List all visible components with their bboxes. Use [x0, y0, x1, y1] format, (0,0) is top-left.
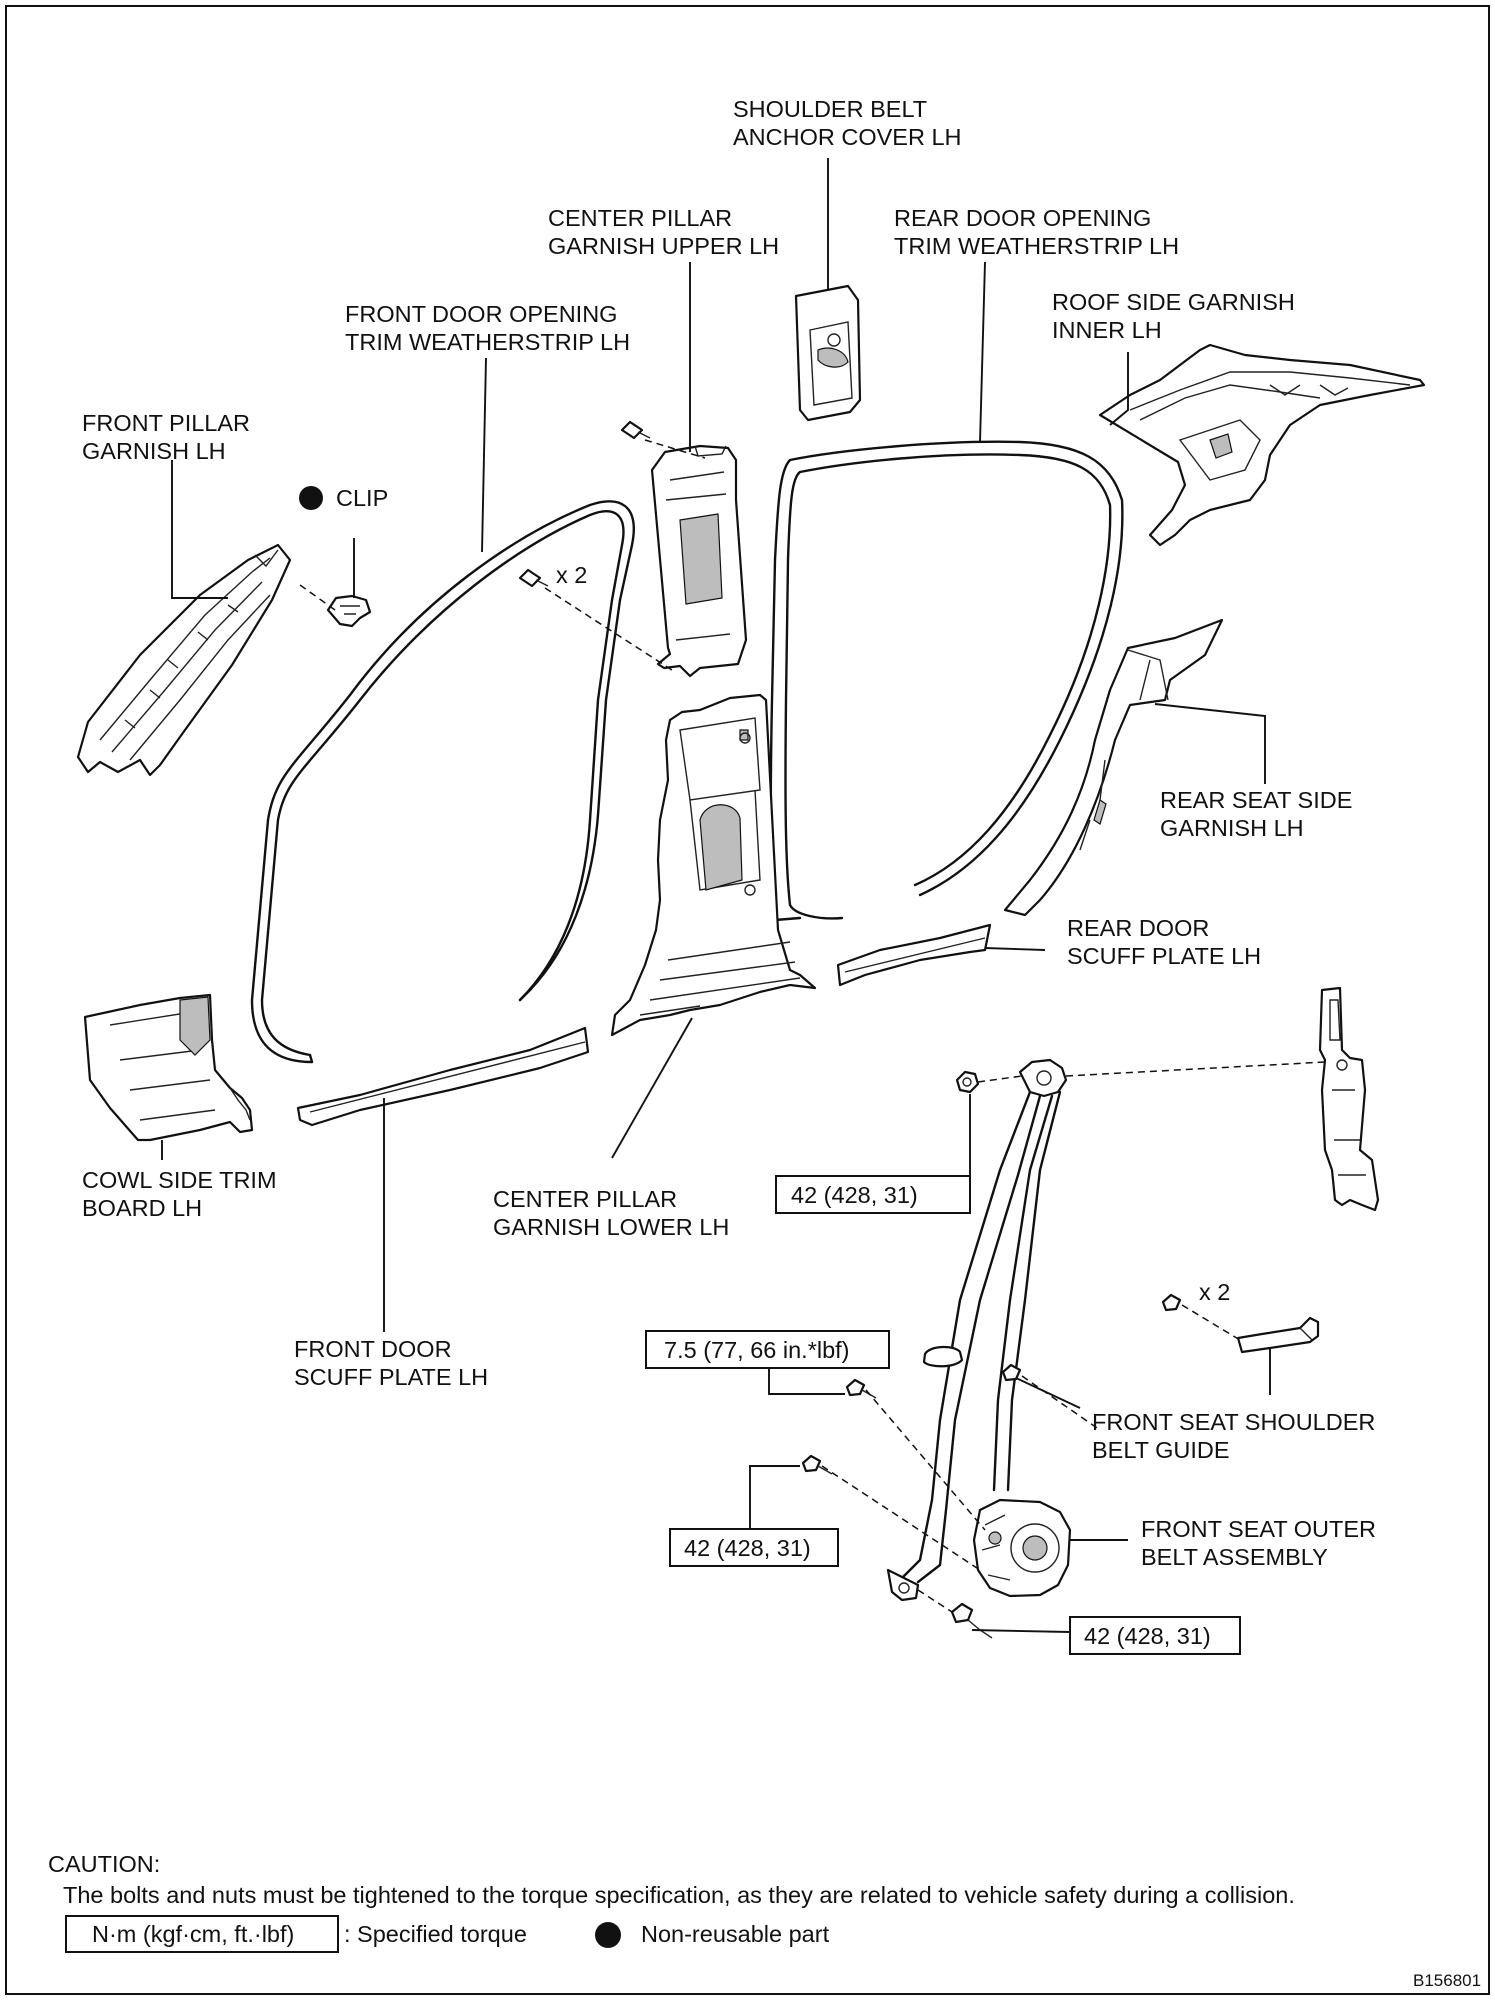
caution-title: CAUTION: — [48, 1851, 160, 1877]
rear-door-opening-weatherstrip-part — [769, 440, 1124, 922]
cowl-side-trim-board-part — [83, 993, 254, 1142]
legend-nonreusable-text: Non-reusable part — [641, 1921, 830, 1947]
label-front-door-scuff-plate-2: SCUFF PLATE LH — [294, 1364, 488, 1390]
torque-specs: 42 (428, 31) 7.5 (77, 66 in.*lbf) 42 (42… — [645, 1175, 1241, 1655]
torque-box-retractor-bolt — [669, 1528, 839, 1567]
label-qty-upper-screws: x 2 — [556, 562, 587, 588]
front-pillar-garnish-part — [76, 543, 292, 777]
legend-non-reusable-marker — [595, 1922, 621, 1948]
label-cowl-side-trim-board-1: COWL SIDE TRIM — [82, 1167, 277, 1193]
torque-box-guide-bolt — [645, 1330, 890, 1369]
label-rear-door-opening-weatherstrip-1: REAR DOOR OPENING — [894, 205, 1151, 231]
label-front-door-opening-weatherstrip-1: FRONT DOOR OPENING — [345, 301, 617, 327]
label-front-pillar-garnish-2: GARNISH LH — [82, 438, 226, 464]
torque-guide-bolt: 7.5 (77, 66 in.*lbf) — [664, 1337, 850, 1363]
front-door-opening-weatherstrip-part — [250, 500, 635, 1064]
shoulder-belt-adjuster-part — [1318, 986, 1380, 1212]
front-seat-outer-belt-assembly-part — [886, 1058, 1072, 1602]
center-pillar-garnish-lower-part — [610, 693, 817, 1037]
torque-box-upper-anchor-nut — [775, 1175, 971, 1214]
torque-box-lower-anchor-bolt — [1069, 1616, 1241, 1655]
label-front-door-opening-weatherstrip-2: TRIM WEATHERSTRIP LH — [345, 329, 630, 355]
front-seat-shoulder-belt-guide-part — [1236, 1316, 1320, 1354]
label-front-seat-shoulder-belt-guide-2: BELT GUIDE — [1092, 1437, 1230, 1463]
legend-torque-box — [65, 1915, 339, 1953]
label-front-door-scuff-plate-1: FRONT DOOR — [294, 1336, 452, 1362]
label-qty-guide-bolts: x 2 — [1199, 1279, 1230, 1305]
legend-torque-box-text: N·m (kgf·cm, ft.·lbf) — [92, 1921, 294, 1947]
label-rear-door-opening-weatherstrip-2: TRIM WEATHERSTRIP LH — [894, 233, 1179, 259]
label-shoulder-belt-anchor-cover-1: SHOULDER BELT — [733, 96, 927, 122]
caution-text: The bolts and nuts must be tightened to … — [63, 1882, 1295, 1908]
upper-screws — [518, 420, 651, 588]
dashed-alignment-lines — [299, 439, 1326, 1613]
leader-lines — [161, 158, 1271, 1633]
label-front-seat-outer-belt-assembly-1: FRONT SEAT OUTER — [1141, 1516, 1376, 1542]
roof-side-garnish-inner-part — [1098, 343, 1426, 547]
label-front-pillar-garnish-1: FRONT PILLAR — [82, 410, 250, 436]
torque-upper-anchor-nut: 42 (428, 31) — [791, 1182, 918, 1208]
center-pillar-garnish-upper-part — [650, 444, 748, 678]
rear-door-scuff-plate-part — [836, 923, 992, 987]
shoulder-belt-anchor-cover-part — [794, 284, 862, 422]
label-front-seat-shoulder-belt-guide-1: FRONT SEAT SHOULDER — [1092, 1409, 1375, 1435]
rear-seat-side-garnish-part — [1003, 618, 1224, 917]
diagram-frame — [5, 5, 1490, 1995]
torque-lower-anchor-bolt: 42 (428, 31) — [1084, 1623, 1211, 1649]
label-rear-door-scuff-plate-1: REAR DOOR — [1067, 915, 1209, 941]
label-shoulder-belt-anchor-cover-2: ANCHOR COVER LH — [733, 124, 962, 150]
label-front-seat-outer-belt-assembly-2: BELT ASSEMBLY — [1141, 1544, 1328, 1570]
part-labels: SHOULDER BELT ANCHOR COVER LH CENTER PIL… — [82, 96, 1376, 1570]
label-roof-side-garnish-inner-2: INNER LH — [1052, 317, 1162, 343]
front-door-scuff-plate-part — [296, 1026, 590, 1127]
caution-footer: CAUTION: The bolts and nuts must be tigh… — [48, 1851, 1295, 1953]
label-cowl-side-trim-board-2: BOARD LH — [82, 1195, 202, 1221]
label-rear-seat-side-garnish-1: REAR SEAT SIDE — [1160, 787, 1352, 813]
label-center-pillar-garnish-lower-1: CENTER PILLAR — [493, 1186, 677, 1212]
label-roof-side-garnish-inner-1: ROOF SIDE GARNISH — [1052, 289, 1295, 315]
label-center-pillar-garnish-upper-2: GARNISH UPPER LH — [548, 233, 779, 259]
label-center-pillar-garnish-lower-2: GARNISH LOWER LH — [493, 1214, 729, 1240]
label-center-pillar-garnish-upper-1: CENTER PILLAR — [548, 205, 732, 231]
non-reusable-marker-clip — [299, 486, 323, 510]
figure-id: B156801 — [1413, 1971, 1481, 1990]
label-rear-seat-side-garnish-2: GARNISH LH — [1160, 815, 1304, 841]
label-rear-door-scuff-plate-2: SCUFF PLATE LH — [1067, 943, 1261, 969]
label-clip: CLIP — [336, 485, 388, 511]
belt-fasteners — [801, 1070, 1182, 1639]
clip-part — [326, 594, 372, 628]
torque-retractor-bolt: 42 (428, 31) — [684, 1535, 811, 1561]
legend-torque-text: : Specified torque — [344, 1921, 527, 1947]
